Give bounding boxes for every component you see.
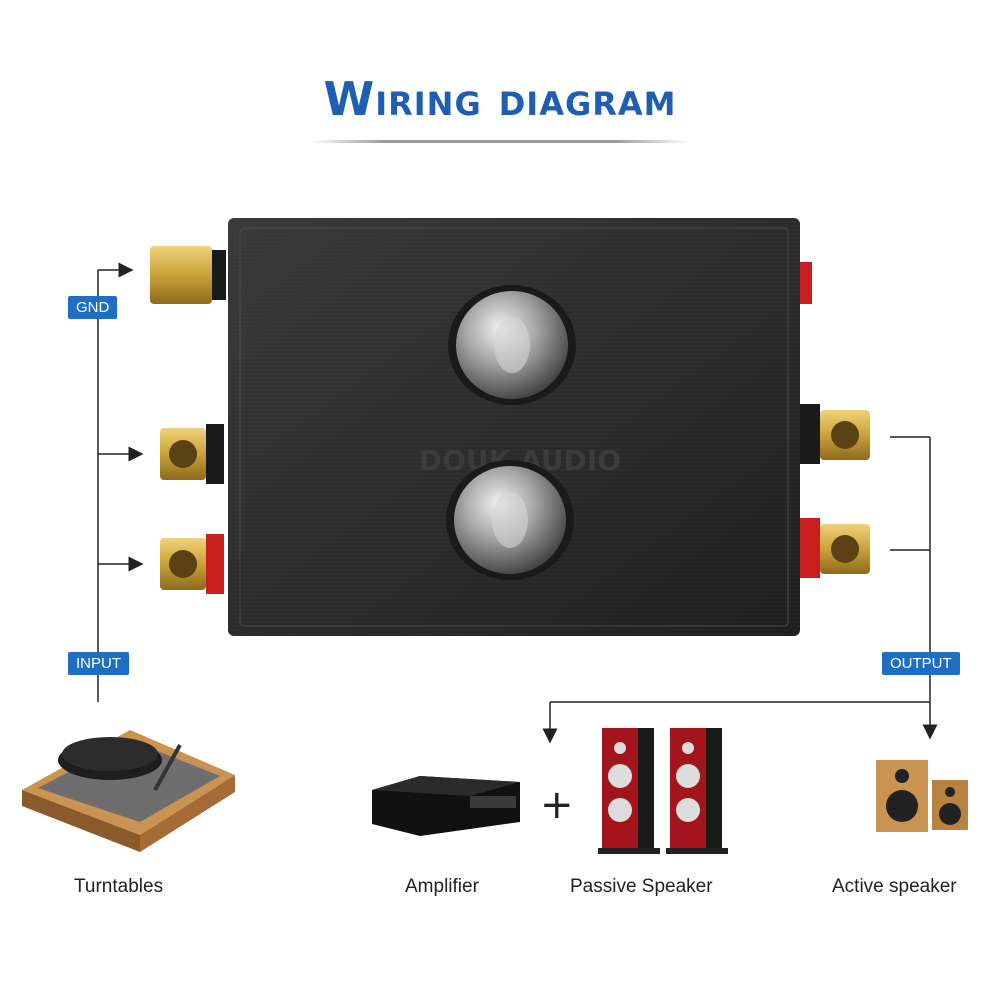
input-rca-jack-left [160, 424, 224, 484]
output-rca-jack-right [800, 518, 870, 578]
active-speaker-image [876, 760, 968, 832]
title-underline [310, 140, 690, 143]
vacuum-tube-top [448, 285, 576, 405]
output-wiring-lines [542, 436, 938, 744]
passive-speaker-right [666, 728, 728, 854]
plus-sign: + [540, 782, 574, 828]
power-indicator [800, 262, 812, 304]
gnd-binding-post [150, 246, 226, 304]
output-label: OUTPUT [882, 652, 960, 675]
output-rca-jack-left [800, 404, 870, 464]
diagram-title: Wiring diagram [323, 72, 677, 126]
caption-active-speaker: Active speaker [832, 876, 957, 897]
caption-passive-speaker: Passive Speaker [570, 876, 713, 897]
input-wiring-lines [97, 262, 144, 702]
input-rca-jack-right [160, 534, 224, 594]
tube-preamp-chassis: DOUK AUDIO [228, 218, 800, 636]
caption-turntables: Turntables [74, 876, 164, 897]
passive-speaker-left [598, 728, 660, 854]
gnd-label: GND [68, 296, 118, 319]
vacuum-tube-bottom [446, 460, 574, 580]
amplifier-image [372, 776, 520, 836]
turntable-image [22, 730, 235, 852]
caption-amplifier: Amplifier [405, 876, 479, 897]
input-label: INPUT [68, 652, 129, 675]
